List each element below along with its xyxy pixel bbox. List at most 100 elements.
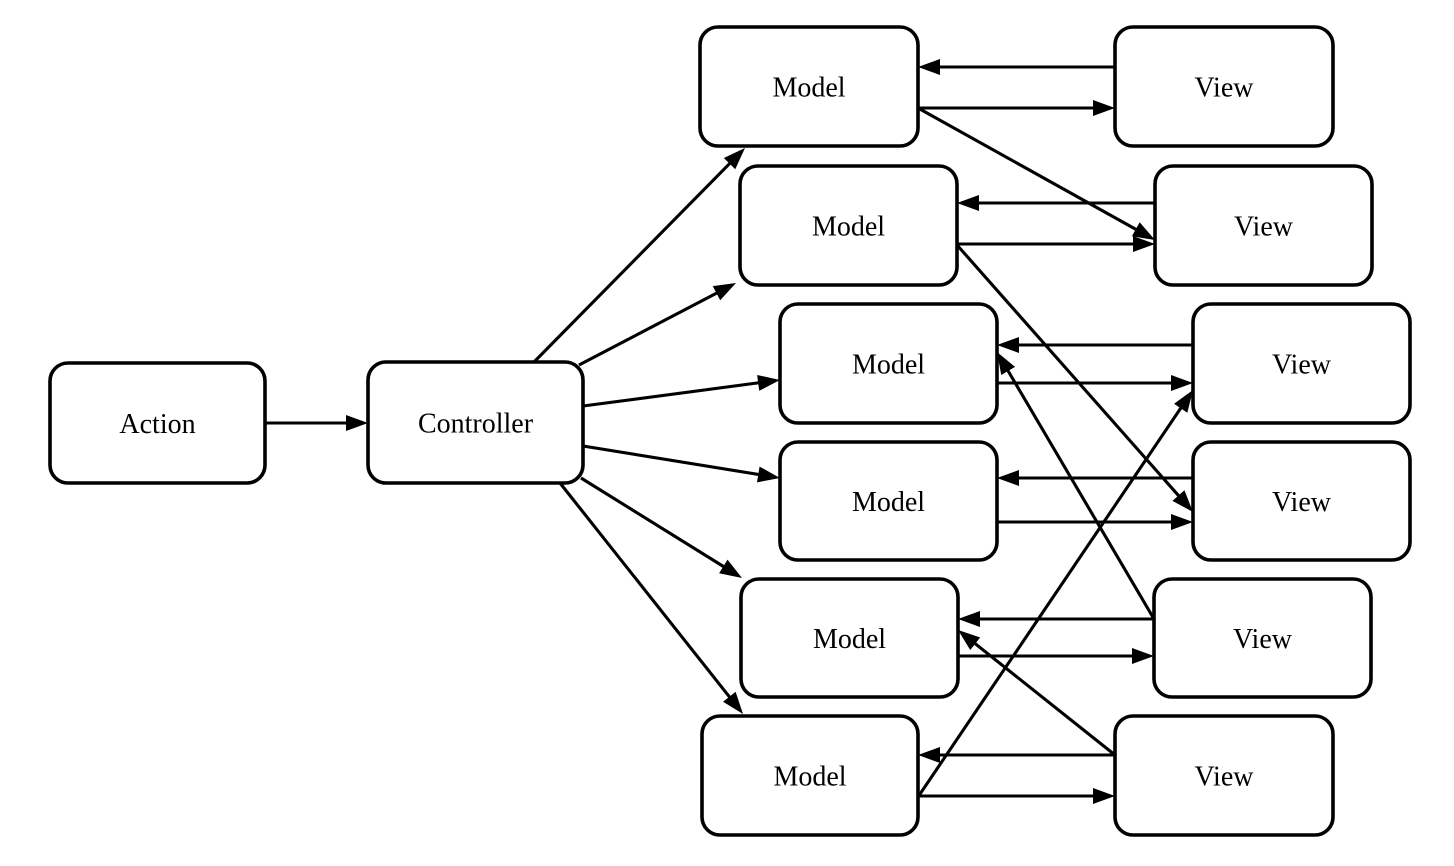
edge-controller-model1 [531, 148, 745, 365]
node-model6: Model [700, 714, 920, 837]
node-view5: View [1152, 577, 1373, 699]
edge-line [580, 476, 730, 572]
arrowhead [918, 747, 940, 763]
node-action: Action [48, 361, 267, 485]
node-label: Model [773, 762, 846, 793]
node-label: View [1272, 487, 1332, 518]
edge-model3-view3 [997, 375, 1193, 391]
edge-line [558, 482, 735, 703]
node-label: Controller [418, 409, 534, 440]
node-box [1152, 577, 1373, 699]
edge-model5-view5 [958, 648, 1154, 664]
edge-view5-model3 [997, 352, 1156, 620]
edge-model6-view6 [918, 788, 1115, 804]
node-label: View [1195, 762, 1255, 793]
edge-line [955, 243, 1184, 502]
node-model4: Model [778, 440, 999, 562]
arrowhead [997, 352, 1016, 376]
node-view1: View [1113, 25, 1335, 148]
node-box [366, 360, 585, 485]
node-view2: View [1153, 164, 1374, 287]
edge-controller-model3 [582, 374, 780, 408]
node-box [1113, 714, 1335, 837]
arrowhead [1093, 100, 1115, 116]
node-box [1153, 164, 1374, 287]
node-box [778, 440, 999, 562]
node-view3: View [1191, 302, 1412, 425]
arrowhead [957, 195, 979, 211]
edge-line [969, 638, 1116, 757]
node-model3: Model [778, 302, 999, 425]
edge-model6-view3 [916, 390, 1193, 798]
node-model1: Model [698, 25, 920, 148]
edge-controller-model6 [558, 482, 743, 714]
node-box [738, 164, 959, 287]
edge-model1-view2 [917, 106, 1155, 240]
edge-line [1003, 364, 1156, 620]
arrowhead [757, 466, 780, 483]
edge-controller-model5 [580, 476, 742, 578]
edge-view2-model2 [957, 195, 1155, 211]
node-label: View [1234, 212, 1294, 243]
edge-line [916, 401, 1186, 798]
node-label: Action [119, 409, 195, 440]
arrowhead [723, 691, 743, 714]
node-box [1113, 25, 1335, 148]
arrowhead [918, 59, 940, 75]
edge-view3-model3 [997, 337, 1193, 353]
node-box [778, 302, 999, 425]
arrowhead [958, 611, 980, 627]
arrowhead [1171, 514, 1193, 530]
node-box [698, 25, 920, 148]
arrowhead [712, 283, 736, 301]
edge-model2-view2 [957, 236, 1155, 252]
arrowhead [1172, 490, 1193, 512]
arrowhead [1132, 648, 1154, 664]
edge-action-controller [265, 415, 368, 431]
arrowhead [997, 337, 1019, 353]
node-label: View [1272, 350, 1332, 381]
edge-view6-model5 [958, 630, 1116, 757]
arrowhead [1174, 390, 1193, 413]
edge-line [582, 444, 766, 478]
node-box [1191, 440, 1412, 562]
arrowhead [1131, 222, 1155, 240]
edge-line [917, 106, 1143, 234]
node-label: Model [813, 624, 886, 655]
node-view4: View [1191, 440, 1412, 562]
node-label: View [1195, 73, 1255, 104]
node-label: Model [812, 212, 885, 243]
node-view6: View [1113, 714, 1335, 837]
arrowhead [757, 374, 780, 391]
node-box [1191, 302, 1412, 425]
edge-controller-model2 [578, 283, 736, 367]
node-label: Model [852, 487, 925, 518]
node-controller: Controller [366, 360, 585, 485]
edge-line [582, 380, 765, 408]
edge-line [578, 288, 724, 367]
edge-view5-model5 [958, 611, 1154, 627]
node-label: Model [852, 350, 925, 381]
node-box [48, 361, 267, 485]
arrowhead [719, 559, 742, 578]
edge-model1-view1 [918, 100, 1115, 116]
edge-view1-model1 [918, 59, 1115, 75]
arrowhead [346, 415, 368, 431]
edge-controller-model4 [582, 444, 780, 483]
edge-model2-view4 [955, 243, 1193, 512]
node-label: Model [772, 73, 845, 104]
edge-layer [265, 59, 1193, 804]
node-label: View [1233, 624, 1293, 655]
node-model5: Model [739, 577, 960, 699]
node-box [739, 577, 960, 699]
arrowhead [958, 630, 981, 650]
arrowhead [1171, 375, 1193, 391]
edge-model4-view4 [997, 514, 1193, 530]
node-box [700, 714, 920, 837]
arrowhead [723, 148, 745, 170]
arrowhead [1133, 236, 1155, 252]
node-model2: Model [738, 164, 959, 287]
